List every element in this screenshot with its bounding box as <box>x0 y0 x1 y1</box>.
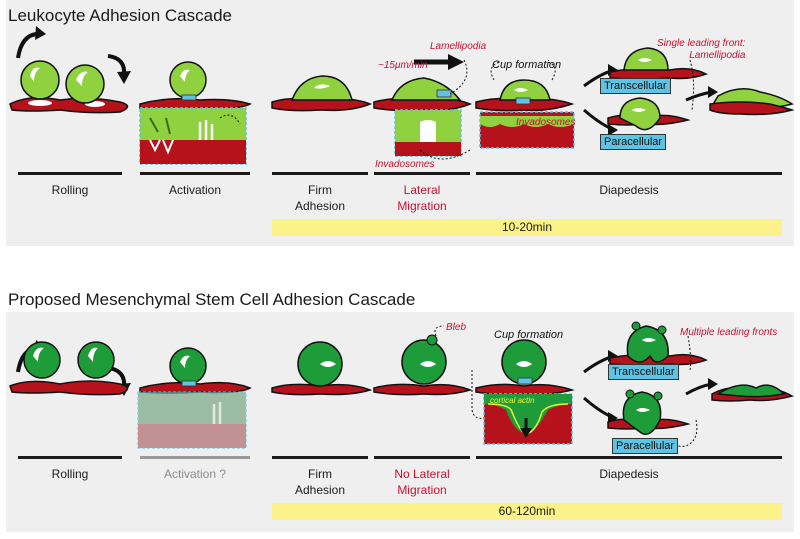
bleb-icon <box>426 334 438 346</box>
multiple-fronts-annotation: Multiple leading fronts <box>680 327 778 338</box>
lateral-line2: Migration <box>397 199 447 213</box>
lamellipodia-annotation: Lamellipodia <box>430 41 487 52</box>
single-front-annotation: Single leading front: Lamellipodia <box>657 38 745 62</box>
msc-cell <box>715 384 786 398</box>
msc-stage-no-lateral-migration: No Lateral Migration <box>374 466 470 498</box>
msc-cup-formation-annotation: Cup formation <box>494 329 564 341</box>
msc-stage-rolling: Rolling <box>51 467 89 481</box>
msc-cell <box>77 341 115 379</box>
diapedesis-bar <box>476 172 782 175</box>
msc-stage-diapedesis: Diapedesis <box>599 467 659 481</box>
cortical-actin-inset <box>483 393 573 445</box>
stage-activation: Activation <box>168 183 222 197</box>
lateral-line1: Lateral <box>403 183 441 197</box>
msc-cell <box>626 325 669 363</box>
single-front-line2: Lamellipodia <box>689 50 746 61</box>
msc-firm-line2: Adhesion <box>294 483 346 497</box>
activation-inset-faded <box>137 391 247 449</box>
rolling-bar <box>18 172 122 175</box>
transcellular-label: Transcellular <box>600 78 671 94</box>
cortical-actin-annotation: cortical actin <box>490 396 535 405</box>
activation-inset <box>139 107 247 165</box>
msc-cell <box>169 347 207 385</box>
msc-lateral-line2: Migration <box>397 483 447 497</box>
time-band-leukocyte: 10-20min <box>272 219 782 236</box>
single-front-line1: Single leading front: <box>657 38 746 49</box>
leukocyte-cell <box>619 97 661 131</box>
paracellular-label: Paracellular <box>600 134 667 150</box>
stage-diapedesis: Diapedesis <box>599 183 659 197</box>
msc-title: Proposed Mesenchymal Stem Cell Adhesion … <box>8 290 416 309</box>
firm-line1: Firm <box>308 183 332 197</box>
activation-bar <box>140 172 250 175</box>
leukocyte-title: Leukocyte Adhesion Cascade <box>8 6 232 25</box>
lateral-migration-bar <box>374 172 470 175</box>
migration-arrow-icon <box>448 54 464 70</box>
leukocyte-cell <box>169 61 207 99</box>
leukocyte-cell <box>65 64 105 104</box>
msc-activation-bar <box>140 456 250 459</box>
msc-firm-adhesion-bar <box>272 456 368 459</box>
down-arrow-icon <box>520 428 532 438</box>
invadosomes-inset <box>479 111 575 149</box>
stage-lateral-migration: Lateral Migration <box>374 182 470 214</box>
msc-stage-firm-adhesion: Firm Adhesion <box>272 466 368 498</box>
time-band-msc: 60-120min <box>272 503 782 520</box>
firm-line2: Adhesion <box>294 199 346 213</box>
msc-firm-line1: Firm <box>308 467 332 481</box>
speed-annotation: ~15μm/min <box>378 60 428 71</box>
msc-rolling-bar <box>18 456 122 459</box>
msc-stage-activation: Activation ? <box>163 467 227 481</box>
msc-cell <box>23 341 61 379</box>
endothelium-rolling <box>9 97 129 114</box>
stage-firm-adhesion: Firm Adhesion <box>272 182 368 214</box>
invadosomes-annotation: Invadosomes <box>375 159 435 170</box>
leukocyte-cell <box>20 60 60 100</box>
msc-paracellular-label: Paracellular <box>612 438 679 454</box>
msc-transcellular-label: Transcellular <box>608 364 679 380</box>
msc-diapedesis-bar <box>476 456 782 459</box>
bleb-annotation: Bleb <box>446 322 467 333</box>
cup-formation-annotation: Cup formation <box>492 59 562 71</box>
msc-lateral-line1: No Lateral <box>394 467 450 481</box>
firm-adhesion-bar <box>272 172 368 175</box>
invadosomes-label: Invadosomes <box>516 117 576 128</box>
msc-lateral-migration-bar <box>374 456 470 459</box>
msc-cell <box>622 391 662 435</box>
stage-rolling: Rolling <box>51 183 89 197</box>
lateral-inset <box>394 109 462 157</box>
